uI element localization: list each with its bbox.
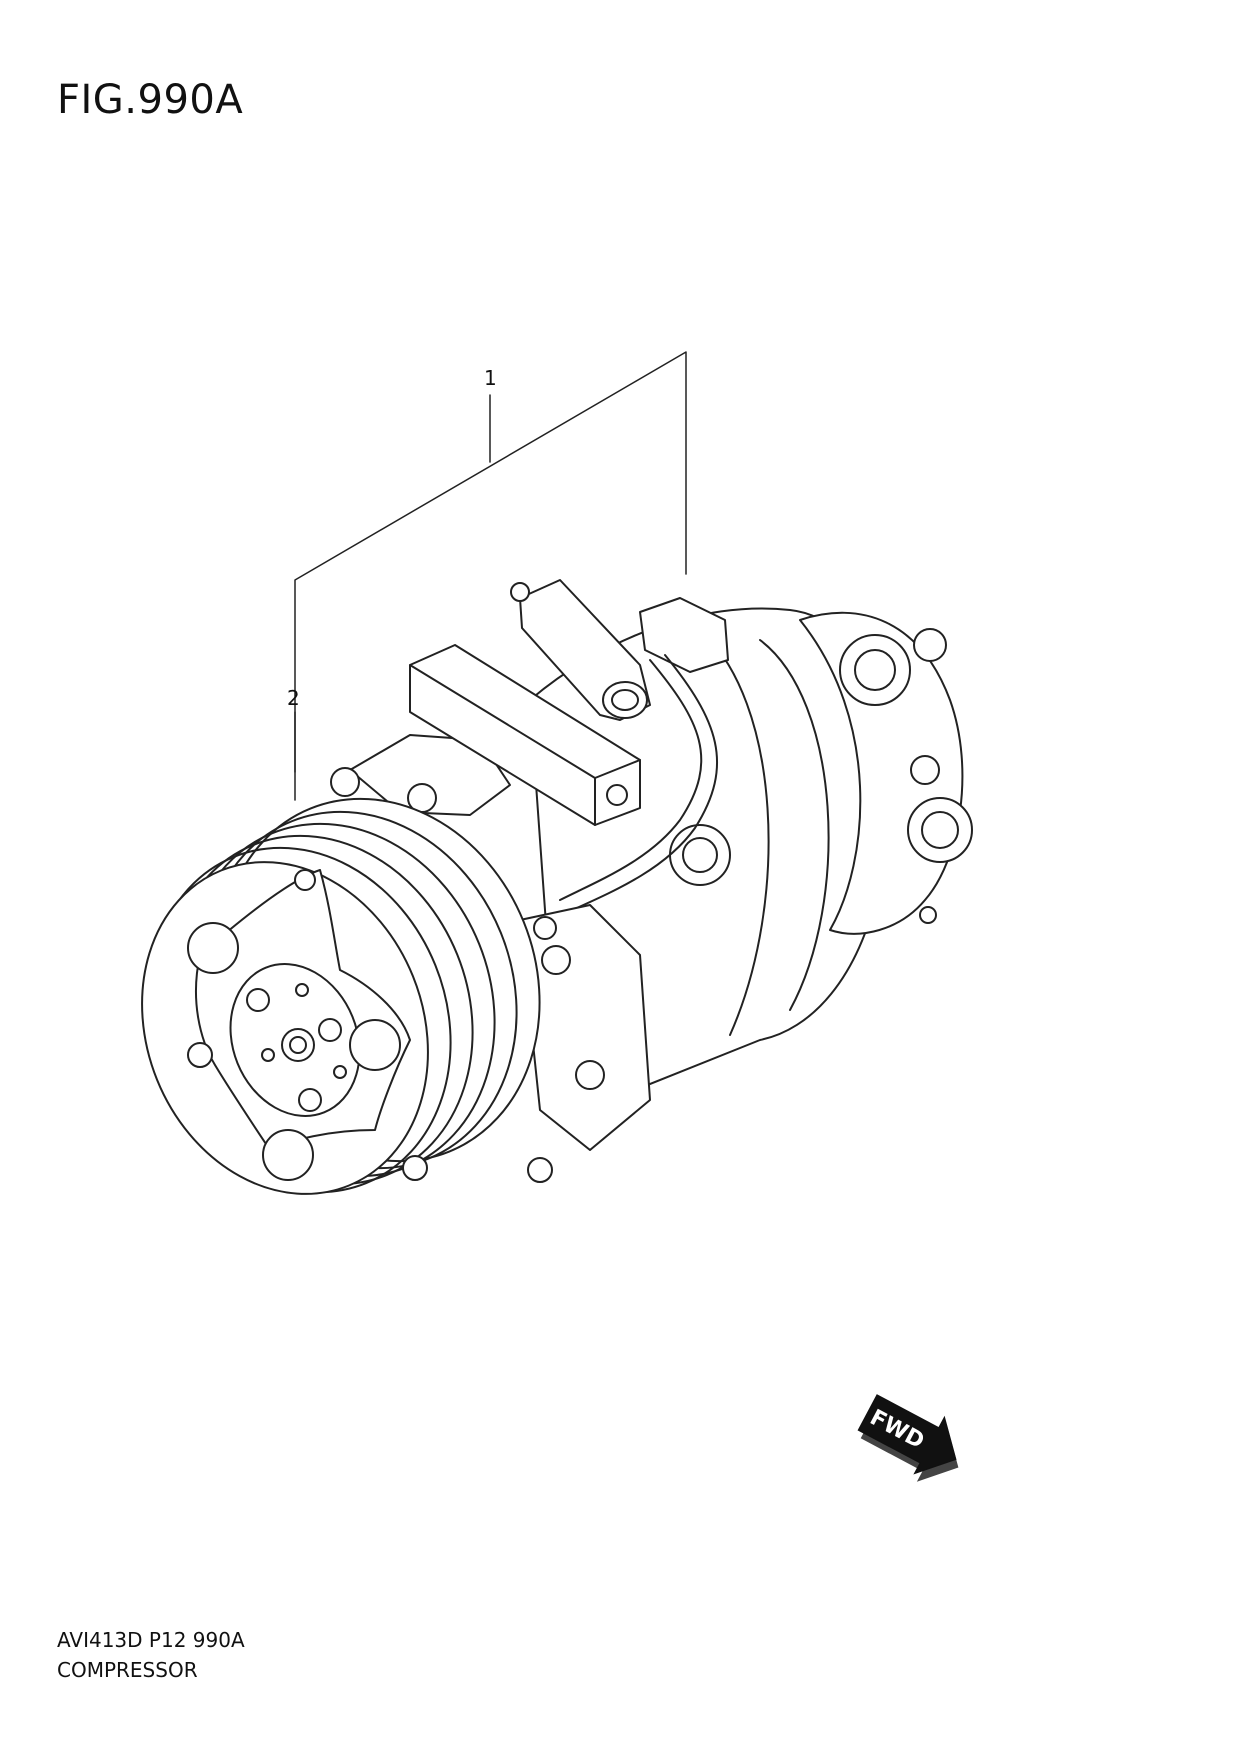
bottom-bolt <box>527 1157 553 1183</box>
rear-boss-small <box>913 628 947 662</box>
right-bolt <box>541 945 571 975</box>
connector-plug <box>602 681 648 719</box>
figure-title: FIG.990A <box>57 77 244 123</box>
top-bolt <box>330 767 360 797</box>
hub-center-inner <box>289 1036 307 1054</box>
side-boss-inner <box>682 837 718 873</box>
front-housing <box>330 734 651 1183</box>
body-seam <box>759 639 830 1011</box>
hub-center <box>281 1028 315 1062</box>
mid-bolt <box>533 916 557 940</box>
fwd-arrow <box>857 1394 957 1475</box>
hub-hole-2 <box>261 1048 275 1062</box>
rear-boss-mid <box>910 755 940 785</box>
leader-bracket <box>294 351 687 773</box>
refrigerant-pipe <box>559 659 703 901</box>
rear-port-upper-inner <box>854 649 896 691</box>
clutch-boss-bottom <box>262 1129 314 1181</box>
clutch-boss-top <box>187 922 239 974</box>
clutch-plate <box>187 869 428 1181</box>
connector-pin <box>510 582 530 602</box>
refrigerant-pipe-2 <box>567 654 718 913</box>
rear-port-lower-inner <box>921 811 959 849</box>
clutch-rivet-bottom <box>402 1155 428 1181</box>
hub-hole-1 <box>295 983 309 997</box>
body-seam-2 <box>699 629 770 1036</box>
fwd-direction-badge: FWD <box>857 1394 959 1482</box>
rear-bolt-bottom <box>919 906 937 924</box>
compressor-body <box>529 597 973 1121</box>
side-boss <box>669 824 731 886</box>
rear-port-upper <box>839 634 911 706</box>
lower-bolt <box>575 1060 605 1090</box>
electrical-connector <box>510 579 651 721</box>
assembly-name: COMPRESSOR <box>57 1658 198 1682</box>
hub-bolt-3 <box>298 1088 322 1112</box>
callout-leaders <box>294 351 687 801</box>
top-bracket <box>639 597 729 673</box>
callout-2: 2 <box>287 686 300 710</box>
rear-port-lower <box>907 797 973 863</box>
valve-port <box>606 784 628 806</box>
hub-bolt-2 <box>318 1018 342 1042</box>
connector-plug-inner <box>611 689 639 711</box>
clutch-rivet-top <box>294 869 316 891</box>
hub-bolt-1 <box>246 988 270 1012</box>
callout-1: 1 <box>484 366 497 390</box>
drawing-code: AVI413D P12 990A <box>57 1628 245 1652</box>
hub-hole-3 <box>333 1065 347 1079</box>
clutch-rivet-left <box>187 1042 213 1068</box>
control-valve <box>409 644 641 826</box>
clutch-boss-right <box>349 1019 401 1071</box>
